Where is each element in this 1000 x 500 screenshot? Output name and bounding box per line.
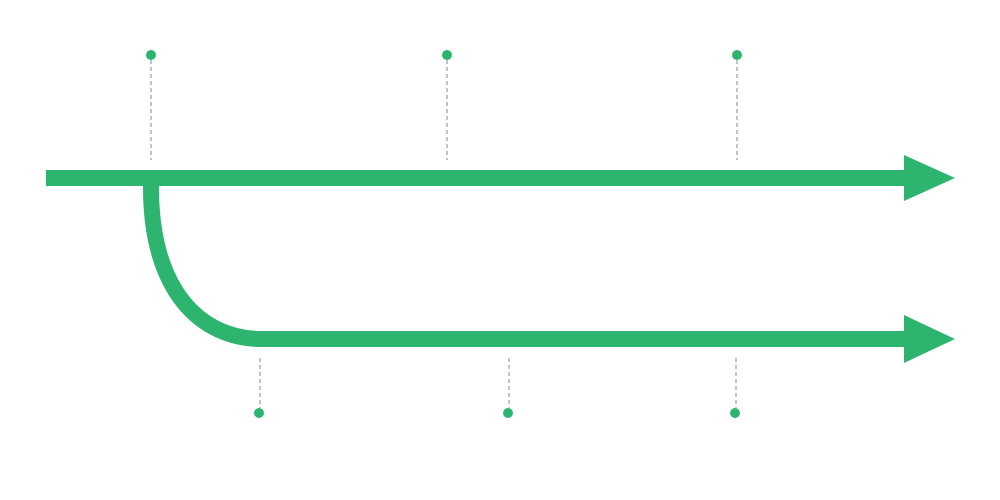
branch-milestone-3 bbox=[730, 358, 740, 418]
branch-curve bbox=[143, 180, 910, 347]
main-arrow-shaft bbox=[46, 170, 910, 186]
milestone-dot-icon bbox=[254, 408, 264, 418]
main-milestone-1 bbox=[146, 50, 156, 160]
main-milestones bbox=[146, 50, 742, 160]
milestone-dot-icon bbox=[146, 50, 156, 60]
branch-arrow-head-icon bbox=[904, 315, 955, 363]
branch-milestones bbox=[254, 358, 740, 418]
branch-milestone-2 bbox=[503, 358, 513, 418]
milestone-dot-icon bbox=[503, 408, 513, 418]
main-arrow bbox=[46, 155, 955, 201]
milestone-dot-icon bbox=[442, 50, 452, 60]
milestone-dot-icon bbox=[730, 408, 740, 418]
main-milestone-2 bbox=[442, 50, 452, 160]
main-milestone-3 bbox=[732, 50, 742, 160]
milestone-dot-icon bbox=[732, 50, 742, 60]
branch-milestone-1 bbox=[254, 358, 264, 418]
main-arrow-head-icon bbox=[904, 155, 955, 201]
branch-arrow bbox=[143, 180, 955, 363]
